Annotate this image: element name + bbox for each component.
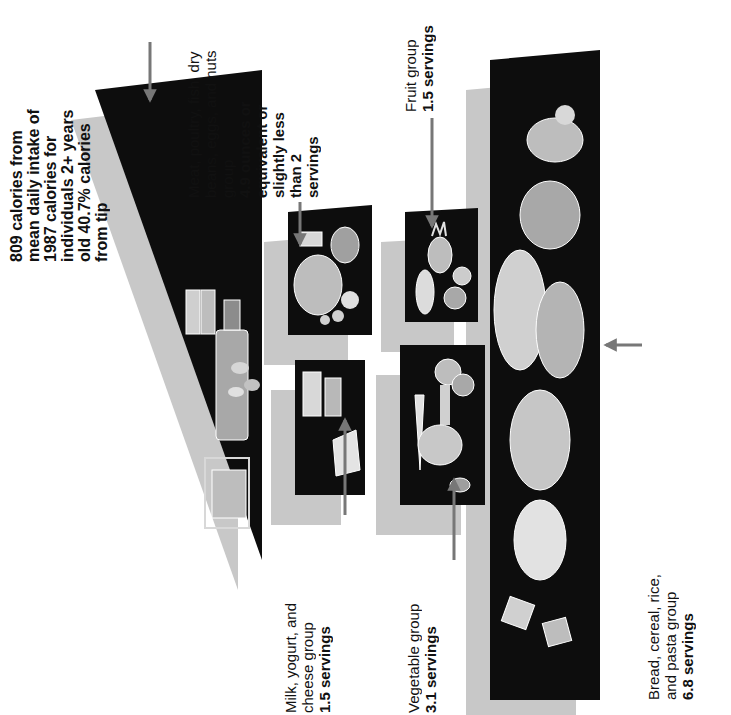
- leader-arrow: [299, 202, 302, 244]
- group-name: Fruit group: [402, 0, 419, 112]
- serving-amount: 4.9 ounces or equivalent or slightly les…: [236, 90, 321, 198]
- group-label: Vegetable group3.1 servings: [405, 578, 439, 713]
- group-label: Fruit group1.5 servings: [402, 0, 436, 112]
- bread-foods: [494, 105, 584, 647]
- group-label: Bread, cereal, rice, and pasta group6.8 …: [645, 552, 696, 700]
- band-shape: [400, 345, 485, 505]
- pyramid-band: Fruit group1.5 servings: [405, 208, 478, 322]
- group-label: 809 calories from mean daily intake of 1…: [8, 92, 110, 262]
- band-shape: [405, 208, 478, 322]
- pyramid-band: Meat, poultry, fish, dry beans, eggs, an…: [288, 205, 372, 335]
- band-fill: [400, 345, 485, 505]
- band-fill: [405, 208, 478, 322]
- band-shape: [295, 360, 365, 495]
- group-name: Milk, yogurt, and cheese group: [282, 591, 316, 713]
- group-label: Meat, poultry, fish, dry beans, eggs, an…: [185, 48, 321, 198]
- serving-amount: 3.1 servings: [422, 578, 439, 713]
- leader-arrow: [431, 118, 434, 226]
- leader-arrow: [149, 42, 152, 100]
- group-name: Vegetable group: [405, 578, 422, 713]
- serving-amount: 6.8 servings: [679, 552, 696, 700]
- leader-arrow: [453, 480, 456, 560]
- pyramid-band: Bread, cereal, rice, and pasta group6.8 …: [490, 50, 600, 700]
- milk-foods: [303, 372, 360, 476]
- pyramid-band: Vegetable group3.1 servings: [400, 345, 485, 505]
- serving-amount: 1.5 servings: [419, 0, 436, 112]
- group-name: Meat, poultry, fish, dry beans, eggs, an…: [185, 48, 236, 198]
- group-name: Bread, cereal, rice, and pasta group: [645, 552, 679, 700]
- leader-arrow: [344, 420, 347, 515]
- band-shape: [288, 205, 372, 335]
- fruit-foods: [416, 222, 471, 314]
- pyramid-band: Milk, yogurt, and cheese group1.5 servin…: [295, 360, 365, 495]
- band-shape: [490, 50, 600, 700]
- serving-amount: 1.5 servings: [316, 591, 333, 713]
- serving-amount: 809 calories from mean daily intake of 1…: [8, 92, 110, 262]
- tip-foods: [186, 290, 260, 528]
- leader-arrow: [606, 344, 642, 347]
- vegetable-foods: [415, 359, 474, 492]
- leader-arrows: [150, 42, 642, 560]
- band-fill: [490, 50, 600, 700]
- band-fill: [295, 360, 365, 495]
- group-label: Milk, yogurt, and cheese group1.5 servin…: [282, 591, 333, 713]
- band-fill: [288, 205, 372, 335]
- meat-foods: [294, 227, 359, 325]
